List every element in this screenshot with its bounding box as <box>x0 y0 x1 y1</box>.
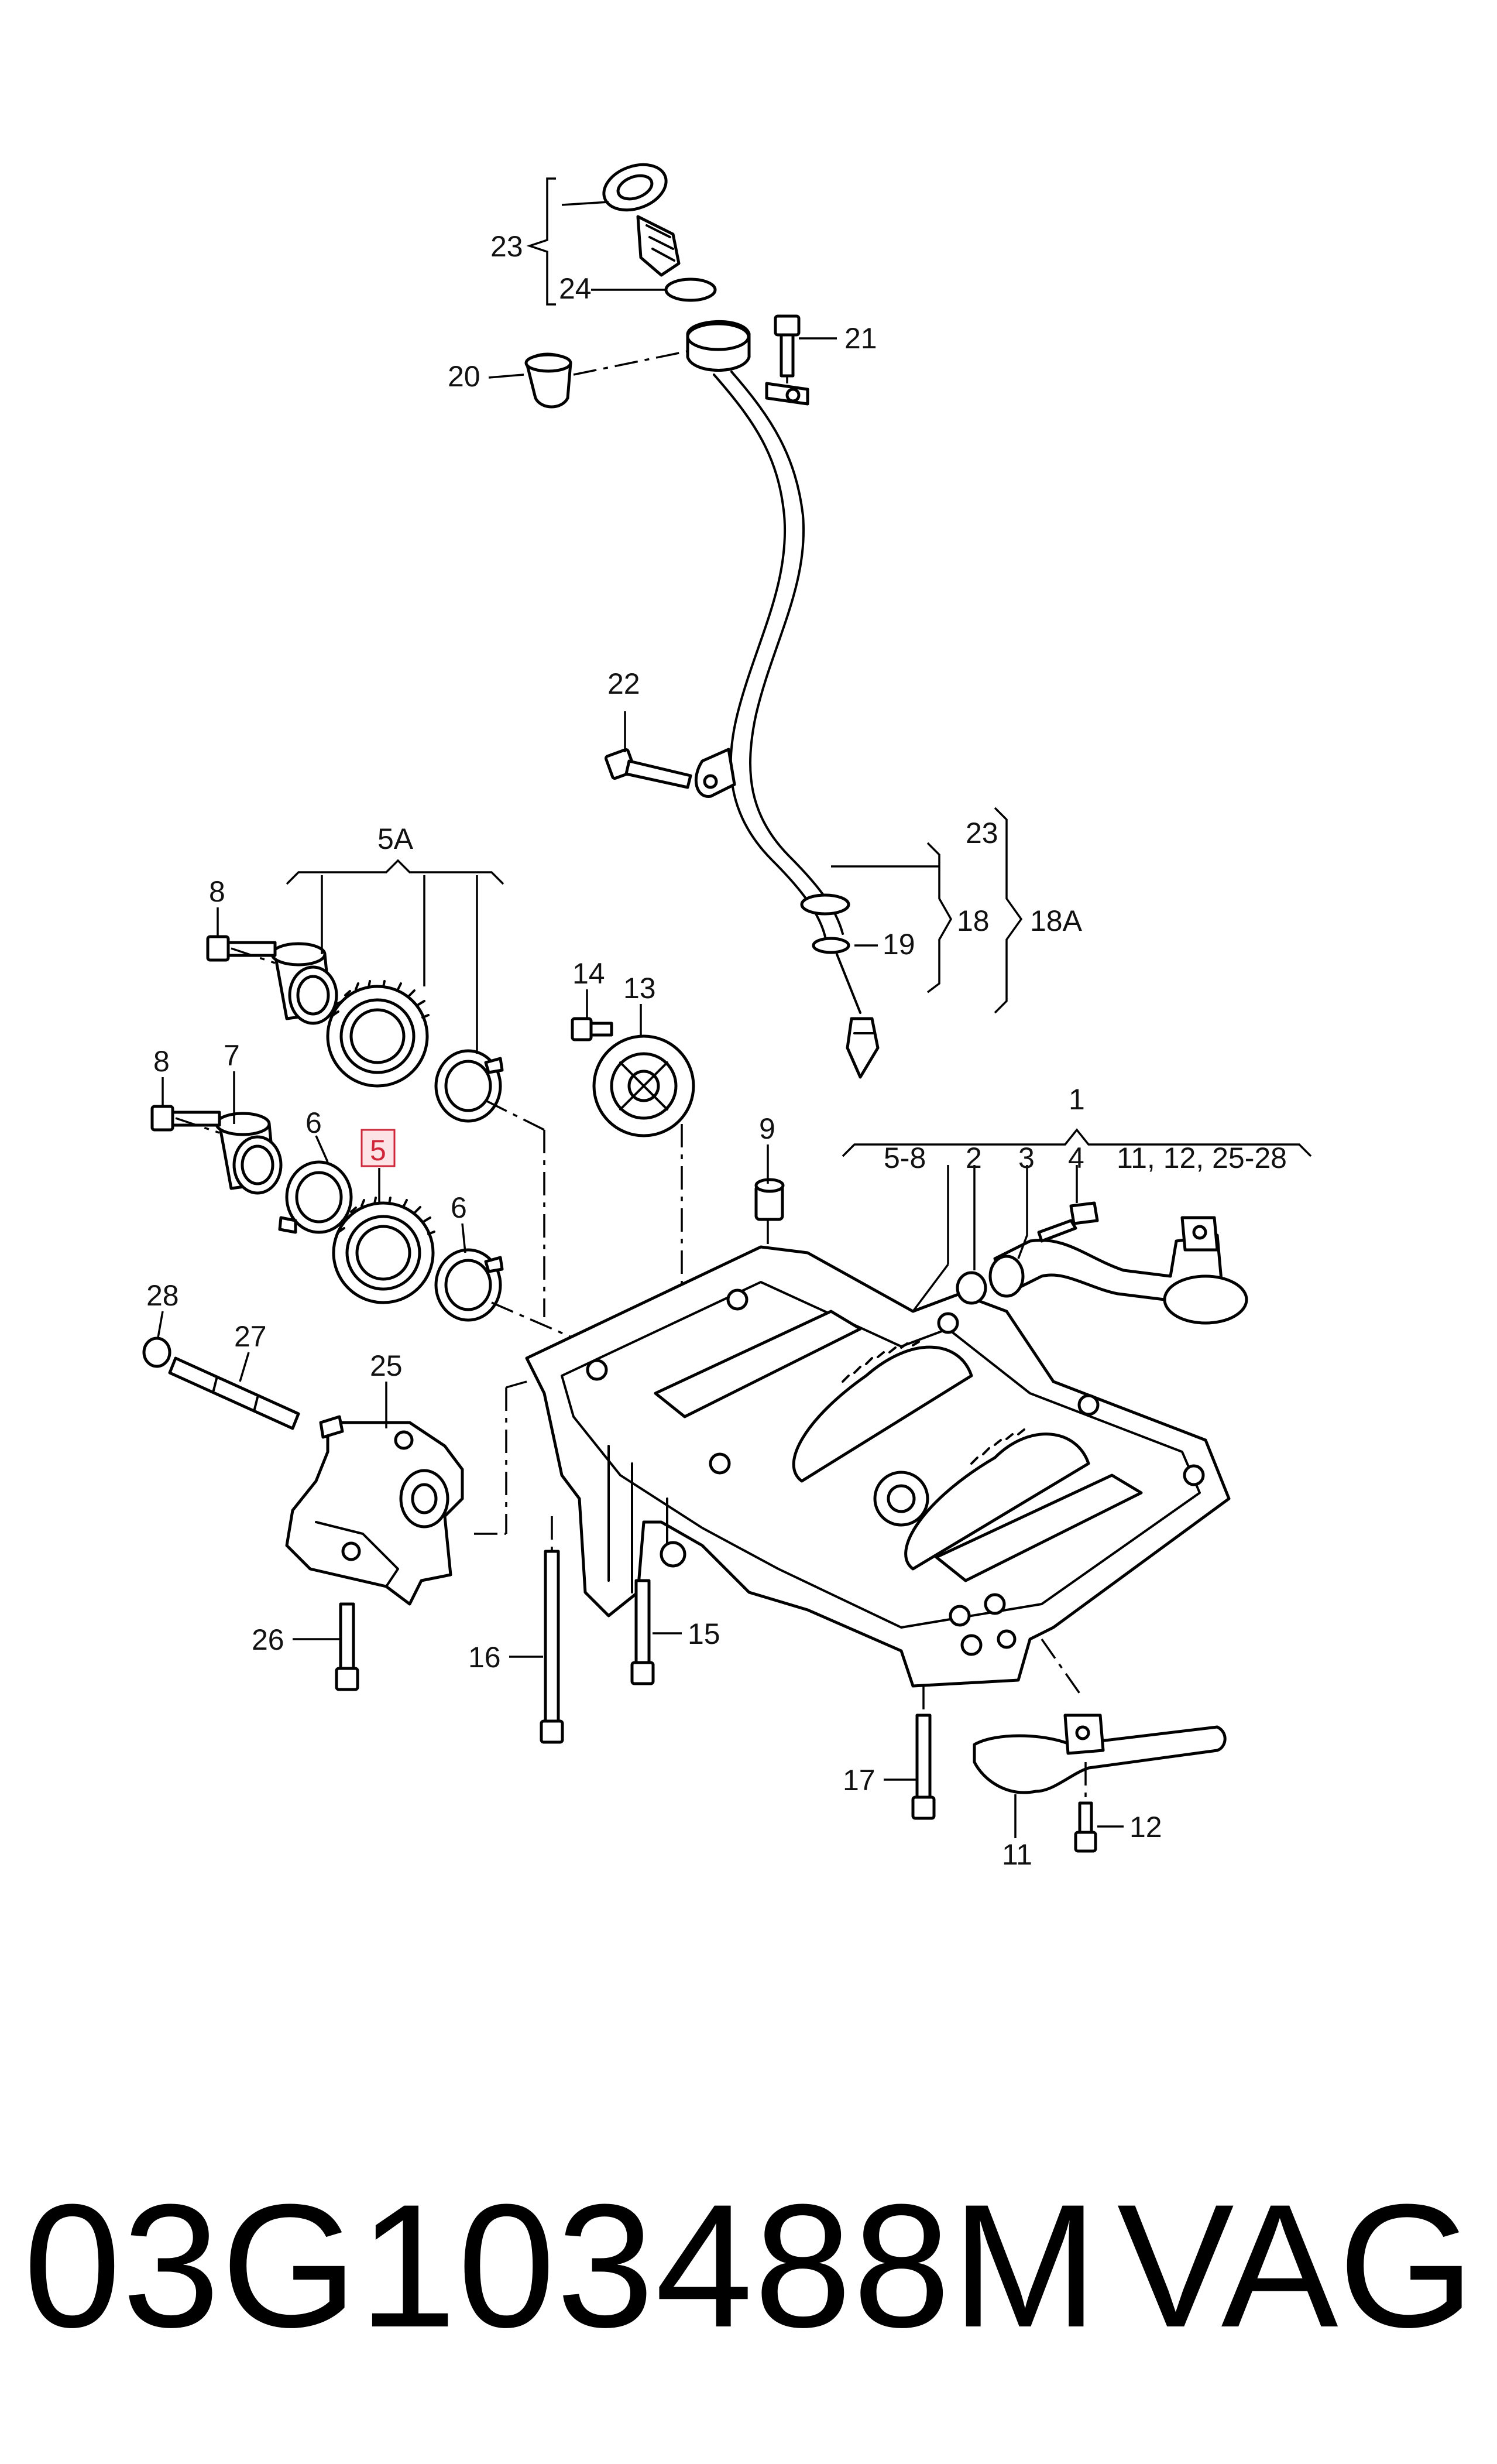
bolt-8-lower <box>150 1105 221 1132</box>
callout-1: 1 <box>1069 1083 1085 1116</box>
thrust-washer-upper <box>434 1049 504 1123</box>
callout-18: 18 <box>957 904 990 937</box>
callout-11-12-25-28: 11, 12, 25-28 <box>1117 1142 1287 1174</box>
callout-2: 2 <box>966 1142 982 1174</box>
callout-17: 17 <box>843 1764 875 1797</box>
o-ring-28 <box>142 1336 171 1368</box>
oil-suction-pipe-3 <box>988 1216 1248 1325</box>
thrust-washer-right <box>434 1248 504 1322</box>
callout-19: 19 <box>883 928 915 961</box>
callout-22: 22 <box>607 667 640 700</box>
callout-8-bottom: 8 <box>153 1045 170 1078</box>
callout-5: 5 <box>370 1134 386 1167</box>
bearing-sleeve-upper <box>270 942 338 1025</box>
bolt-12 <box>1074 1801 1097 1853</box>
dowel-sleeve-9 <box>754 1178 785 1221</box>
bearing-sleeve-lower <box>215 1112 283 1195</box>
callout-4: 4 <box>1068 1142 1084 1174</box>
callout-27: 27 <box>234 1320 267 1353</box>
oil-pump-25 <box>285 1415 464 1606</box>
bolt-4 <box>1037 1201 1099 1243</box>
gear-5-part <box>332 1197 435 1304</box>
bolt-15 <box>630 1579 655 1685</box>
callout-23-right: 23 <box>966 817 998 849</box>
oil-baffle-11 <box>973 1714 1227 1794</box>
gear-13 <box>592 1034 695 1137</box>
brand-label: VAG <box>1117 2167 1475 2364</box>
callout-5a: 5A <box>377 823 414 855</box>
callout-5-8: 5-8 <box>884 1142 926 1174</box>
callout-16: 16 <box>468 1641 501 1674</box>
callout-20: 20 <box>448 360 480 393</box>
dipstick-assembly <box>524 163 880 1079</box>
callout-24: 24 <box>559 272 592 305</box>
callout-14: 14 <box>572 957 605 990</box>
callout-12: 12 <box>1129 1811 1162 1843</box>
callout-6-right: 6 <box>451 1191 467 1224</box>
callout-21: 21 <box>844 322 877 355</box>
gear-upper <box>326 980 430 1088</box>
callout-3: 3 <box>1018 1142 1035 1174</box>
part-number: 03G103488M <box>23 2167 1100 2364</box>
callout-8-top: 8 <box>209 875 225 908</box>
callout-13: 13 <box>623 972 656 1005</box>
bolt-26 <box>335 1602 359 1691</box>
callout-11: 11 <box>1002 1838 1032 1871</box>
callout-9: 9 <box>759 1112 775 1145</box>
bolt-16 <box>540 1550 564 1744</box>
bolt-21 <box>774 314 801 378</box>
thrust-washer-left <box>278 1160 353 1234</box>
highlight-box-5 <box>360 1129 396 1167</box>
callout-28: 28 <box>146 1279 179 1312</box>
o-ring-2 <box>956 1271 987 1305</box>
callout-7: 7 <box>224 1039 240 1072</box>
callout-labels: 23 24 21 20 22 23 18 18A 19 5A 8 14 13 8… <box>146 230 1287 1871</box>
balance-shaft-housing <box>525 1245 1231 1688</box>
callout-18a: 18A <box>1030 904 1083 937</box>
shaft-27 <box>168 1356 300 1430</box>
bolt-14 <box>571 1017 613 1041</box>
bolt-8-upper <box>206 935 277 962</box>
callout-6-left: 6 <box>305 1106 322 1139</box>
callout-23-top: 23 <box>490 230 523 263</box>
bolt-17 <box>911 1714 936 1820</box>
callout-25: 25 <box>370 1349 403 1382</box>
callout-15: 15 <box>688 1617 720 1650</box>
bolt-22 <box>604 748 692 789</box>
callout-26: 26 <box>252 1623 284 1656</box>
part-info-footer: 03G103488M VAG <box>23 2166 1475 2365</box>
